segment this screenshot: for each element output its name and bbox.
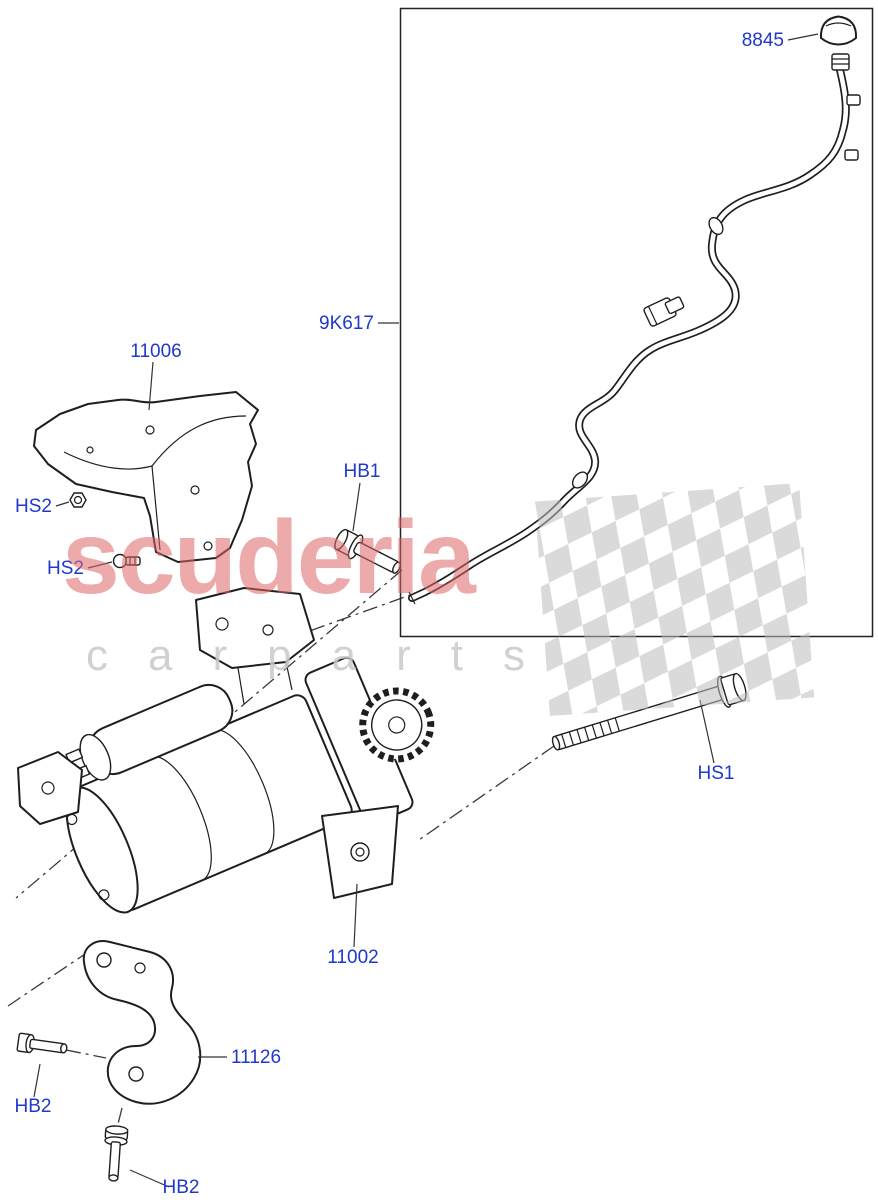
harness-cable [408,66,850,602]
starter-left-foot [17,751,83,825]
part-label-hb2-left[interactable]: HB2 [15,1096,52,1117]
starter-mount-ear [321,805,399,899]
leader-lines [33,33,819,1188]
part-label-hs2-lower[interactable]: HS2 [47,558,84,579]
part-label-hs2-upper[interactable]: HS2 [15,496,52,517]
harness-cable-highlight [409,67,849,601]
part-label-11126[interactable]: 11126 [231,1047,281,1068]
part-label-11006[interactable]: 11006 [130,341,181,362]
bolt-hs1-drawing [551,672,747,751]
hs2-screw-drawing [112,553,141,569]
cap-8845-drawing [819,15,858,46]
bolt-hb2-left-drawing [16,1032,68,1054]
support-bracket-11126-drawing [82,940,202,1105]
harness-ring-clip-icon [708,216,724,236]
bolt-hb2-lower-drawing [104,1125,129,1182]
part-label-9k617[interactable]: 9K617 [319,313,374,334]
part-labels: 8845 9K617 11006 HS2 HS2 HB1 HS1 11002 1… [15,30,784,1198]
harness-terminal-end [408,591,416,605]
axis-line-hb2-left [65,1049,107,1059]
starter-motor-body [65,656,435,914]
harness-clip-icon [844,149,859,161]
part-label-8845[interactable]: 8845 [742,30,784,51]
part-label-hb2-lower[interactable]: HB2 [163,1177,200,1198]
starter-motor-11002-drawing [17,587,435,914]
hs2-nut-drawing [69,492,87,508]
harness-fitting [831,53,850,71]
axis-line-lower-left [7,947,95,1007]
heat-shield-11006-drawing [33,391,259,563]
harness-9k617-drawing [408,53,861,605]
starter-top-bracket [195,587,315,705]
harness-clip-icon [846,94,861,106]
bolt-hb1-drawing [334,528,402,574]
part-label-hs1[interactable]: HS1 [698,763,735,784]
part-label-11002[interactable]: 11002 [327,947,378,968]
inset-box [399,7,874,638]
part-label-hb1[interactable]: HB1 [344,461,381,482]
harness-connector [643,296,685,327]
axis-line-hs1 [415,745,555,843]
